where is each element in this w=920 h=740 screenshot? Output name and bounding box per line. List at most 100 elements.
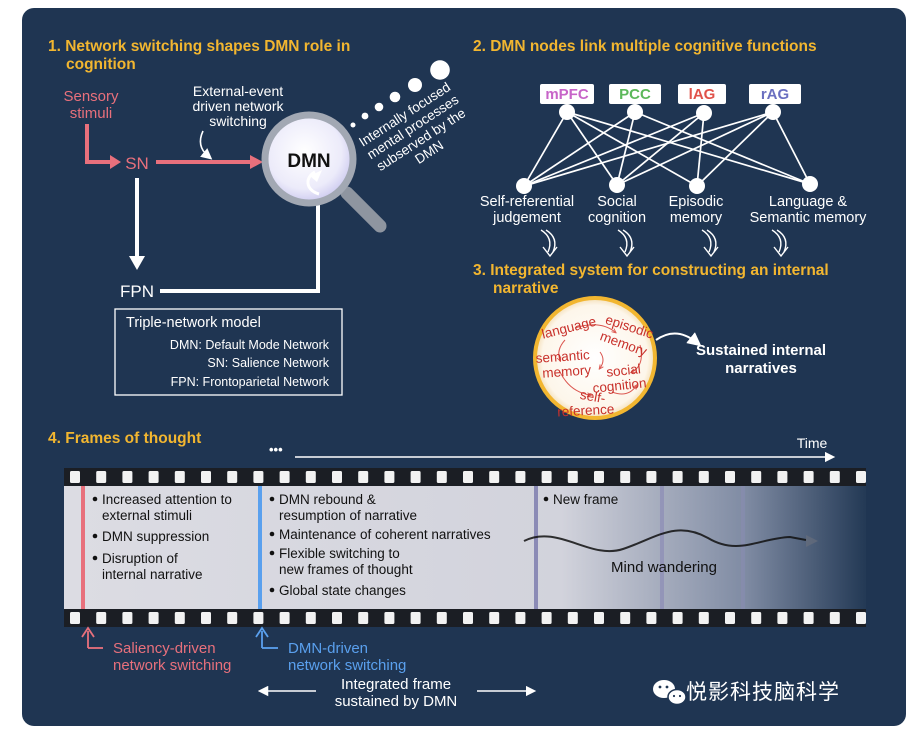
network-edge-4 <box>523 111 636 187</box>
sprocket-hole <box>122 612 133 624</box>
sprocket-hole <box>856 612 866 624</box>
sprocket-hole <box>410 471 421 483</box>
sprocket-hole <box>620 612 631 624</box>
external-label-1: External-event <box>193 83 283 99</box>
frame-2-bullets: DMN rebound & resumption of narrative Ma… <box>269 492 491 598</box>
sprocket-hole <box>515 612 526 624</box>
word-social: social <box>606 361 642 380</box>
sensory-label-1: Sensory <box>63 88 119 105</box>
legend-item-dmn: DMN: Default Mode Network <box>170 338 330 352</box>
frame-1-line-1: Increased attention to <box>102 492 232 507</box>
sprocket-hole <box>751 612 762 624</box>
sn-to-dmn-head <box>250 155 263 169</box>
network-edge-12 <box>696 111 774 187</box>
panel-3: 3. Integrated system for constructing an… <box>473 262 829 420</box>
panel-1-title-line-2: cognition <box>66 56 136 73</box>
frame-2-line-1: DMN rebound & <box>279 492 376 507</box>
node-label-mpfc: mPFC <box>545 86 589 103</box>
sprocket-hole <box>567 471 578 483</box>
panel-3-title-line-2: narrative <box>493 280 559 297</box>
sprocket-hole <box>305 471 316 483</box>
function-episodic-2: memory <box>670 210 723 226</box>
function-self-1: Self-referential <box>480 194 574 210</box>
sprocket-hole <box>201 471 211 483</box>
time-ellipsis: ••• <box>269 442 283 457</box>
legend-box <box>114 308 343 396</box>
sprocket-hole <box>174 471 185 483</box>
sprocket-hole <box>253 612 264 624</box>
panel-2-title: 2. DMN nodes link multiple cognitive fun… <box>473 38 817 55</box>
network-edge-10 <box>523 111 774 187</box>
thought-bubbles <box>350 60 450 128</box>
dmn-driven-label-1: DMN-driven <box>288 640 368 657</box>
node-lag: lAG <box>678 84 726 104</box>
magnifier-handle <box>340 186 387 233</box>
network-edge-0 <box>523 111 568 187</box>
word-cognition: cognition <box>592 375 647 396</box>
word-self: self- <box>579 387 607 406</box>
sprocket-hole <box>672 471 683 483</box>
node-box-mpfc <box>540 84 594 104</box>
network-edges <box>523 111 811 187</box>
frame-1-bullets: Increased attention to external stimuli … <box>92 492 232 582</box>
word-memory-2: memory <box>542 362 592 380</box>
mind-wandering-arrowhead <box>806 535 818 547</box>
function-node-dot-2 <box>689 178 705 194</box>
panel-4: 4. Frames of thought ••• Time Increased … <box>48 430 866 710</box>
function-node-dot-0 <box>516 178 532 194</box>
sprocket-hole <box>489 612 500 624</box>
dmn-pointer-head <box>255 626 269 638</box>
sprocket-hole <box>96 612 107 624</box>
sprocket-hole <box>96 471 107 483</box>
network-edge-5 <box>616 111 636 186</box>
sprocket-hole <box>803 612 814 624</box>
sprocket-hole <box>777 612 788 624</box>
frame-1-line-2: external stimuli <box>102 508 192 523</box>
sprocket-hole <box>358 471 369 483</box>
frame-2-line-4: Flexible switching to <box>279 546 400 561</box>
sprocket-hole <box>725 612 735 624</box>
external-curved-arrow <box>199 130 213 160</box>
dmn-label: DMN <box>287 151 330 172</box>
saliency-label-1: Saliency-driven <box>113 640 216 657</box>
word-semantic: semantic <box>535 347 590 366</box>
top-node-dot-2 <box>696 105 712 121</box>
top-node-dots <box>559 104 781 121</box>
external-label-2: driven network <box>192 98 284 114</box>
node-label-rag: rAG <box>761 86 789 103</box>
dmn-loop-arrow <box>306 170 320 196</box>
sprocket-hole <box>829 471 840 483</box>
network-edge-2 <box>566 111 698 187</box>
sprocket-hole <box>332 612 342 624</box>
network-edge-1 <box>566 111 618 186</box>
frame-2-line-5: new frames of thought <box>279 562 413 577</box>
dmn-driven-label-2: network switching <box>288 657 406 674</box>
node-pcc: PCC <box>609 84 661 104</box>
sprocket-hole <box>305 612 316 624</box>
sprocket-hole <box>410 612 421 624</box>
saliency-label-2: network switching <box>113 657 231 674</box>
sprocket-hole <box>332 471 342 483</box>
function-social-1: Social <box>597 194 637 210</box>
sprocket-hole <box>70 612 80 624</box>
integrated-label-1: Integrated frame <box>341 676 451 693</box>
sprocket-hole <box>541 612 552 624</box>
sprocket-hole <box>384 612 395 624</box>
external-label-3: switching <box>209 113 267 129</box>
node-box-rag <box>749 84 801 104</box>
sprocket-hole <box>384 471 395 483</box>
sprocket-hole <box>594 612 604 624</box>
fpn-to-dmn-line <box>160 190 320 293</box>
sensory-label-2: stimuli <box>70 105 113 122</box>
sustained-arrow <box>655 332 702 347</box>
sprocket-hole <box>227 612 238 624</box>
sustained-label-2: narratives <box>725 360 797 377</box>
network-edge-7 <box>523 112 705 187</box>
panel-1: 1. Network switching shapes DMN role in … <box>48 38 468 396</box>
function-node-dots <box>516 176 818 194</box>
word-reference: reference <box>557 402 615 420</box>
sprocket-hole <box>227 471 238 483</box>
sprocket-hole <box>620 471 631 483</box>
panel-1-title-line-1: 1. Network switching shapes DMN role in <box>48 38 350 55</box>
